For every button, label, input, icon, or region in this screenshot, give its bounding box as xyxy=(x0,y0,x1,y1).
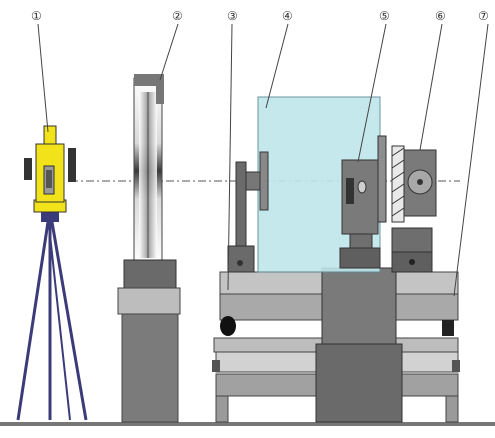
theodolite-knob-left xyxy=(24,158,32,180)
theodolite-assembly xyxy=(16,125,88,421)
table-center-column xyxy=(321,267,397,345)
theodolite-knob-right xyxy=(68,148,76,182)
callout-4-leader xyxy=(265,23,289,109)
column-base-plate xyxy=(117,287,181,315)
tripod-head xyxy=(41,212,59,222)
grating-line-5 xyxy=(391,195,405,205)
column-glass-strip xyxy=(139,92,157,258)
table-foot-right xyxy=(445,395,459,423)
callout-4: ④ xyxy=(265,9,293,109)
callout-3-label: ③ xyxy=(227,9,238,23)
callout-6: ⑥ xyxy=(419,9,446,151)
left-lens-mount xyxy=(227,151,269,273)
ground-line xyxy=(0,422,495,426)
center-holder-post xyxy=(349,233,373,249)
callout-2-leader xyxy=(159,23,179,81)
column-cap xyxy=(134,74,164,86)
callout-1-label: ① xyxy=(31,9,42,23)
theodolite-display xyxy=(46,170,52,188)
grating-line-6 xyxy=(391,207,405,217)
center-holder-window xyxy=(357,180,367,194)
theodolite-top xyxy=(43,125,57,145)
optical-table-assembly xyxy=(212,267,460,423)
left-mount-block xyxy=(227,245,255,273)
left-lens-hole xyxy=(237,260,243,266)
tripod-leg-right xyxy=(50,221,88,421)
grating-line-4 xyxy=(391,183,405,193)
glass-column-assembly xyxy=(117,74,181,423)
tripod-leg-left xyxy=(16,221,50,421)
callout-5: ⑤ xyxy=(357,9,390,163)
grating-line-1 xyxy=(391,147,405,157)
right-mount-dial-center xyxy=(417,179,423,185)
callout-3: ③ xyxy=(227,9,238,291)
center-holder-slot xyxy=(346,178,354,204)
right-mount-target xyxy=(391,145,437,273)
callout-3-leader xyxy=(227,23,233,291)
callout-1: ① xyxy=(31,9,49,133)
table-screw-left xyxy=(212,360,220,372)
center-holder-base xyxy=(339,247,381,269)
table-adjuster-right xyxy=(442,320,454,336)
callout-5-label: ⑤ xyxy=(379,9,390,23)
table-screw-right xyxy=(452,360,460,372)
right-mount-screw xyxy=(409,259,415,265)
callout-2-label: ② xyxy=(172,9,183,23)
grating-line-2 xyxy=(391,159,405,169)
callout-6-label: ⑥ xyxy=(435,9,446,23)
callout-7-leader xyxy=(453,23,489,297)
center-lens-disk xyxy=(377,135,387,223)
table-roller-knob xyxy=(220,316,236,336)
column-cap-bracket xyxy=(156,86,164,104)
grating-line-3 xyxy=(391,171,405,181)
left-lens-disk xyxy=(259,151,269,211)
callout-2: ② xyxy=(159,9,183,81)
right-mount-upper-block xyxy=(391,227,433,253)
callout-7: ⑦ xyxy=(453,9,489,297)
right-target-grating xyxy=(391,145,405,223)
callout-1-leader xyxy=(37,23,49,133)
center-lens-holder xyxy=(339,135,387,269)
callout-6-leader xyxy=(419,23,443,151)
callout-7-label: ⑦ xyxy=(478,9,489,23)
column-pedestal xyxy=(121,313,179,423)
tripod-leg-back xyxy=(49,234,71,421)
callout-4-label: ④ xyxy=(282,9,293,23)
callout-5-leader xyxy=(357,23,387,163)
column-clamp xyxy=(123,259,177,289)
table-center-base xyxy=(315,343,403,423)
left-mount-post xyxy=(235,161,247,249)
table-foot-left xyxy=(215,395,229,423)
